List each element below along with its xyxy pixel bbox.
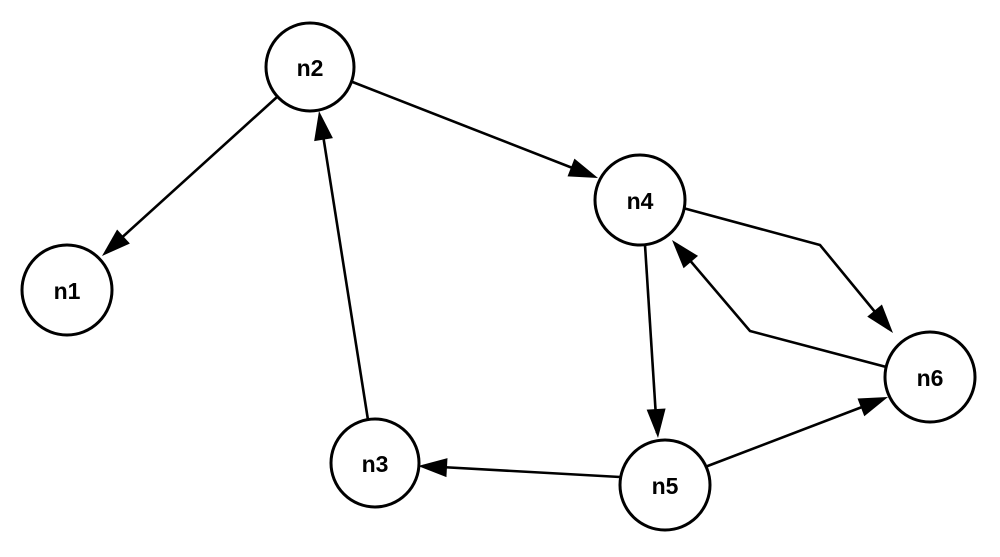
node-label: n5	[652, 473, 679, 499]
edge-path	[422, 464, 621, 479]
edge-n2-to-n4	[349, 79, 598, 178]
node-circle[interactable]	[593, 153, 687, 247]
edge-n5-to-n6	[704, 397, 888, 469]
edge-path	[106, 96, 278, 252]
arrowhead-icon	[418, 458, 448, 478]
node-circle[interactable]	[618, 438, 712, 532]
arrowhead-icon	[646, 408, 666, 438]
node-label: n6	[917, 365, 944, 391]
edge-n4-to-n5	[643, 244, 666, 438]
edge-path	[675, 243, 891, 370]
arrowhead-icon	[867, 304, 893, 333]
node-label: n1	[54, 278, 81, 304]
edge-path	[704, 397, 884, 469]
node-n1[interactable]: n1	[20, 243, 114, 337]
node-circle[interactable]	[329, 417, 421, 509]
edge-n3-to-n2	[314, 111, 370, 421]
node-label: n2	[297, 55, 324, 81]
node-circle[interactable]	[883, 330, 977, 424]
nodes-layer: n1 n2 n3 n4 n5 n6	[20, 21, 977, 532]
arrowhead-icon	[672, 240, 699, 269]
edge-path	[349, 79, 594, 178]
edge-n2-to-n1	[102, 96, 278, 256]
edge-n6-to-n4	[672, 240, 891, 370]
node-n5[interactable]: n5	[618, 438, 712, 532]
edge-path	[643, 244, 659, 434]
node-n4[interactable]: n4	[593, 153, 687, 247]
edge-n4-to-n6	[682, 206, 893, 333]
node-n2[interactable]: n2	[264, 21, 356, 113]
arrowhead-icon	[102, 229, 130, 256]
edges-layer	[102, 79, 893, 479]
node-circle[interactable]	[20, 243, 114, 337]
node-label: n3	[362, 451, 389, 477]
node-n6[interactable]: n6	[883, 330, 977, 424]
arrowhead-icon	[567, 158, 598, 178]
edge-path	[318, 115, 370, 421]
arrowhead-icon	[857, 397, 888, 417]
arrowhead-icon	[314, 111, 333, 142]
edge-path	[682, 206, 891, 330]
node-n3[interactable]: n3	[329, 417, 421, 509]
node-circle[interactable]	[264, 21, 356, 113]
node-label: n4	[627, 188, 654, 214]
edge-n5-to-n3	[418, 458, 621, 479]
